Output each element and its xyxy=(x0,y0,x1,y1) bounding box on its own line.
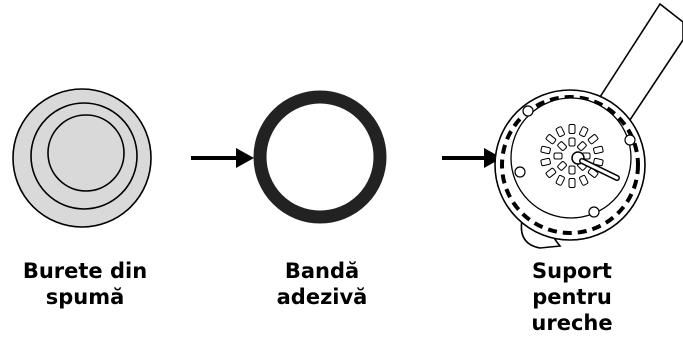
grill-slot xyxy=(557,161,567,171)
grill-slot xyxy=(540,157,551,167)
label-line: Bandă xyxy=(284,259,360,283)
grill-slot xyxy=(555,174,565,186)
label-line: Suport xyxy=(532,259,612,283)
grill-slot xyxy=(545,167,557,178)
step-label-ear-holder: Suport pentru ureche xyxy=(512,258,632,336)
label-line: spumă xyxy=(45,285,125,309)
label-line: Burete din xyxy=(22,259,148,283)
grill-slot xyxy=(568,124,576,134)
grill-slot xyxy=(577,141,587,151)
ear-holder-icon xyxy=(494,2,683,249)
label-line: pentru xyxy=(532,285,612,309)
step-label-foam: Burete din spumă xyxy=(10,258,160,310)
label-line: ureche xyxy=(531,311,613,335)
grill-slot xyxy=(587,134,599,145)
label-line: adezivă xyxy=(276,285,368,309)
grill-slot xyxy=(593,145,604,155)
grill-slot xyxy=(568,165,576,175)
grill-slot xyxy=(579,126,589,138)
adhesive-ring-icon xyxy=(253,90,387,224)
grill-slot xyxy=(579,174,589,186)
grill-slot xyxy=(553,152,563,160)
grill-slot xyxy=(540,145,551,155)
grill-slot xyxy=(568,137,576,147)
grill-slot xyxy=(555,126,565,138)
step-label-adhesive: Bandă adezivă xyxy=(262,258,382,310)
foam-sponge-icon xyxy=(12,88,152,228)
grill-slot xyxy=(593,157,604,167)
arrow-right-icon xyxy=(442,148,502,168)
grill-slot xyxy=(545,134,557,145)
grill-slot xyxy=(557,141,567,151)
arrow-right-icon xyxy=(191,148,254,168)
grill-slot xyxy=(568,178,576,188)
